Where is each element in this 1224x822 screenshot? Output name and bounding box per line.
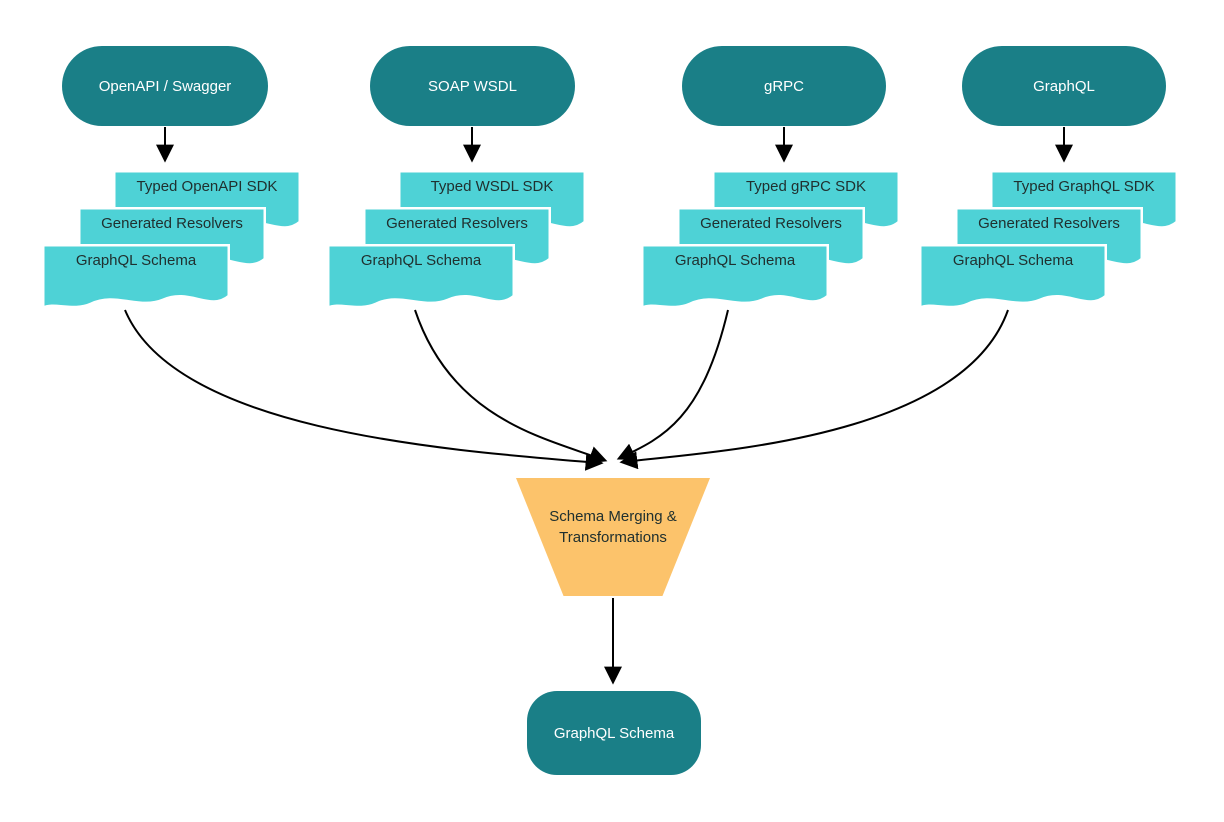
doc-label: GraphQL Schema	[75, 252, 197, 269]
doc-label: GraphQL Schema	[952, 252, 1074, 269]
doc-label: Generated Resolvers	[700, 215, 842, 232]
doc-label: GraphQL Schema	[360, 252, 482, 269]
node-label: GraphQL	[1033, 77, 1095, 95]
node-schema-merging: Schema Merging & Transformations	[516, 478, 710, 596]
document-shape-icon	[919, 244, 1107, 311]
doc-label: Generated Resolvers	[978, 215, 1120, 232]
arrow-openapi-docs-to-merge	[124, 309, 604, 471]
node-grpc: gRPC	[682, 46, 886, 126]
node-label: gRPC	[763, 77, 804, 95]
doc-label: Typed GraphQL SDK	[1013, 178, 1155, 195]
doc-graphql-schema: GraphQL Schema	[641, 244, 829, 318]
node-output-graphql-schema: GraphQL Schema	[527, 691, 701, 775]
node-label: Schema Merging & Transformations	[549, 506, 677, 548]
document-shape-icon	[42, 244, 230, 311]
arrow-soap-docs-to-merge	[414, 309, 608, 464]
doc-label: Typed gRPC SDK	[745, 178, 867, 195]
doc-label: Generated Resolvers	[101, 215, 243, 232]
node-label: SOAP WSDL	[428, 77, 517, 95]
node-label: GraphQL Schema	[553, 724, 675, 742]
doc-label: Typed WSDL SDK	[430, 178, 554, 195]
node-label-line1: Schema Merging &	[549, 508, 677, 525]
node-soap-wsdl: SOAP WSDL	[370, 46, 575, 126]
node-label: OpenAPI / Swagger	[98, 77, 232, 95]
doc-graphql-schema: GraphQL Schema	[42, 244, 230, 318]
document-shape-icon	[641, 244, 829, 311]
node-graphql: GraphQL	[962, 46, 1166, 126]
doc-graphql-schema: GraphQL Schema	[919, 244, 1107, 318]
document-shape-icon	[327, 244, 515, 311]
doc-graphql-schema: GraphQL Schema	[327, 244, 515, 318]
arrow-grpc-docs-to-merge	[616, 309, 729, 460]
arrow-graphql-docs-to-merge	[619, 309, 1009, 470]
node-label-line2: Transformations	[559, 529, 667, 546]
doc-label: Generated Resolvers	[386, 215, 528, 232]
node-openapi-swagger: OpenAPI / Swagger	[62, 46, 268, 126]
doc-label: Typed OpenAPI SDK	[136, 178, 278, 195]
doc-label: GraphQL Schema	[674, 252, 796, 269]
